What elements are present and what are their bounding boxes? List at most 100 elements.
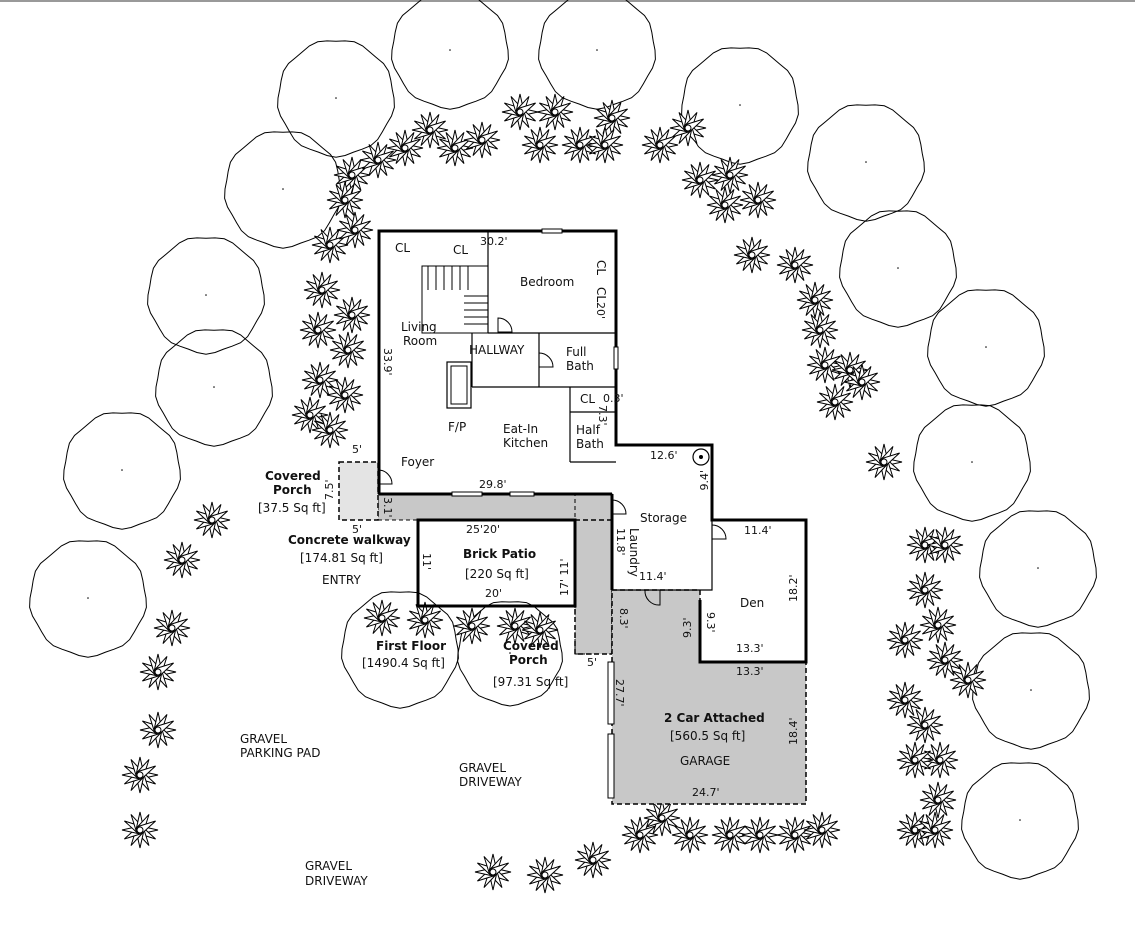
shrub [671, 816, 709, 854]
covered-porch-title: Porch [509, 653, 548, 667]
shrub [641, 126, 679, 164]
shrub [621, 816, 659, 854]
covered-porch-area: [37.5 Sq ft] [258, 501, 326, 515]
full-bath-label: Bath [566, 359, 594, 373]
concrete-walkway-area: [174.81 Sq ft] [300, 551, 383, 565]
dimension-label: 20' [594, 302, 607, 319]
dimension-label: 3.1' [381, 497, 394, 518]
dimension-label: 11.8' [614, 528, 627, 556]
shrub [843, 363, 881, 401]
shrub [536, 93, 574, 131]
tree-center [449, 49, 451, 51]
shrub [919, 606, 957, 644]
full-bath-label: Full [566, 345, 587, 359]
closet-label: CL [395, 241, 410, 255]
dimension-label: 5' [587, 656, 597, 669]
tree-canopy [63, 412, 181, 530]
dimension-label: 24.7' [692, 786, 720, 799]
tree-center [985, 346, 987, 348]
tree-center [213, 386, 215, 388]
dimension-label: 7.5' [323, 479, 336, 500]
bedroom-label: Bedroom [520, 275, 574, 289]
closet-label: CL [594, 287, 608, 302]
shrub [669, 109, 707, 147]
driveway-label: DRIVEWAY [459, 775, 522, 789]
shrub [949, 661, 987, 699]
shrub [526, 856, 564, 894]
dimension-label: 13.3' [736, 642, 764, 655]
dimension-label: 5' [352, 523, 362, 536]
shrub [301, 361, 339, 399]
dimension-label: 11' [420, 553, 433, 570]
shrub [561, 126, 599, 164]
dimension-label: 7.3' [596, 405, 609, 426]
covered-porch-title: Covered [503, 639, 559, 653]
shrub [453, 607, 491, 645]
shrub [193, 501, 231, 539]
tree-center [335, 97, 337, 99]
dimension-label: 30.2' [480, 235, 508, 248]
dimension-label: 29.8' [479, 478, 507, 491]
dimension-label: 11.4' [744, 524, 772, 537]
shrub [363, 599, 401, 637]
shrub [739, 181, 777, 219]
dimension-label: 9.4' [698, 470, 711, 491]
tree-canopy [972, 632, 1090, 750]
shrub [865, 443, 903, 481]
dimension-label: 20' [485, 587, 502, 600]
tree-center [205, 294, 207, 296]
tree-canopy [681, 47, 799, 165]
shrub [496, 607, 534, 645]
shrub [329, 331, 367, 369]
garage-label: GARAGE [680, 754, 730, 768]
tree-canopy-group [29, 0, 1097, 880]
shrub [326, 376, 364, 414]
tree-center [739, 104, 741, 106]
covered-porch-entry-shape [338, 461, 379, 521]
entry-label: ENTRY [322, 573, 361, 587]
tree-center [399, 648, 401, 650]
brick-patio-shape [416, 518, 577, 608]
living-room-label: Living [401, 320, 437, 334]
parking-pad-label: PARKING PAD [240, 746, 320, 760]
dimension-label: 33.9' [381, 348, 394, 376]
tree-center [1037, 567, 1039, 569]
shrub [406, 601, 444, 639]
tree-center [897, 267, 899, 269]
dimension-label: 0.3' [603, 392, 624, 405]
covered-porch-title: Porch [273, 483, 312, 497]
fireplace-label: F/P [448, 420, 466, 434]
shrub [299, 311, 337, 349]
shrub-group [121, 93, 987, 894]
shrub [521, 126, 559, 164]
shrub [291, 396, 329, 434]
tree-canopy [29, 540, 147, 658]
brick-patio-area: [220 Sq ft] [465, 567, 529, 581]
living-room-label: Room [403, 334, 437, 348]
driveway-label: GRAVEL [305, 859, 352, 873]
dimension-label: 9.3' [681, 617, 694, 638]
shrub [311, 411, 349, 449]
shrub [121, 811, 159, 849]
shrub [153, 609, 191, 647]
shrub [163, 541, 201, 579]
tree-canopy [391, 0, 509, 110]
tree-canopy [807, 104, 925, 222]
tree-center [87, 597, 89, 599]
shrub [333, 296, 371, 334]
closet-label: CL [594, 260, 608, 275]
tree-center [596, 49, 598, 51]
tree-canopy [457, 601, 563, 707]
shrub [711, 156, 749, 194]
driveway-label: GRAVEL [459, 761, 506, 775]
tree-center [1030, 689, 1032, 691]
shrub [586, 126, 624, 164]
tree-center [509, 652, 511, 654]
tree-canopy [277, 40, 395, 158]
brick-patio-title: Brick Patio [463, 547, 536, 561]
covered-porch-area: [97.31 Sq ft] [493, 675, 568, 689]
laundry-label: Laundry [627, 528, 641, 577]
shrub [463, 121, 501, 159]
first-floor-title: First Floor [376, 639, 446, 653]
shrub [796, 281, 834, 319]
